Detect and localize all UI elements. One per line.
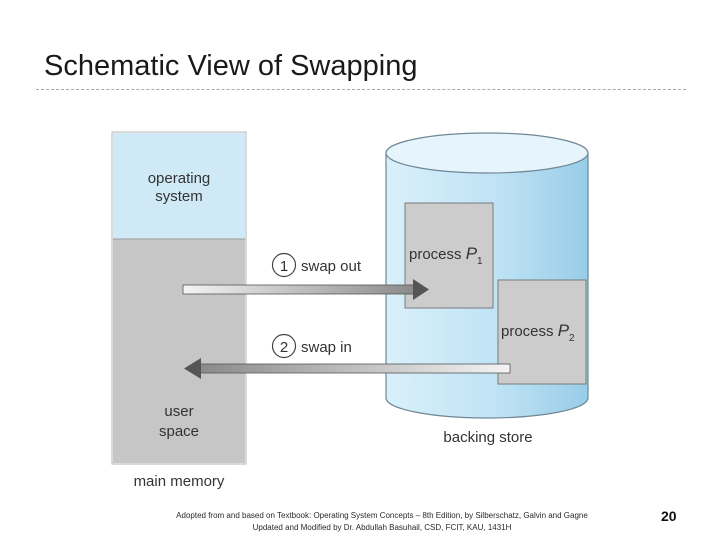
process-p2-text: process bbox=[501, 323, 558, 340]
slide-title: Schematic View of Swapping bbox=[44, 50, 418, 82]
swap-in-label: swap in bbox=[301, 339, 352, 356]
process-p1-subscript: 1 bbox=[477, 256, 483, 267]
footer-credit-line1: Adopted from and based on Textbook: Oper… bbox=[176, 511, 588, 520]
process-p1-rect bbox=[404, 202, 494, 309]
swap-out-label-group: 1 swap out bbox=[271, 252, 362, 278]
slide-footer: Adopted from and based on Textbook: Oper… bbox=[88, 510, 676, 534]
user-space-label-line2: space bbox=[159, 423, 199, 440]
title-divider bbox=[36, 89, 686, 90]
swap-in-number-badge bbox=[271, 333, 297, 359]
user-space-region bbox=[113, 239, 245, 463]
operating-system-label-line2: system bbox=[155, 188, 203, 205]
swap-out-number: 1 bbox=[280, 258, 288, 275]
process-p1-name: P bbox=[466, 244, 478, 263]
cylinder-top bbox=[385, 132, 589, 174]
process-p2-subscript: 2 bbox=[569, 333, 575, 344]
process-p2-box: process P2 bbox=[497, 279, 587, 385]
swap-out-number-badge bbox=[271, 252, 297, 278]
user-space-label-line1: user bbox=[164, 403, 193, 420]
process-p2-name: P bbox=[558, 321, 570, 340]
swap-out-shaft bbox=[182, 284, 416, 295]
swap-in-shaft bbox=[198, 363, 511, 374]
operating-system-region bbox=[113, 133, 245, 239]
process-p1-box: process P1 bbox=[404, 202, 494, 309]
backing-store-label: backing store bbox=[443, 429, 532, 446]
footer-credit-line2: Updated and Modified by Dr. Abdullah Bas… bbox=[252, 523, 512, 532]
swap-in-arrow bbox=[184, 358, 511, 379]
process-p1-label: process P1 bbox=[409, 244, 483, 267]
process-p1-text: process bbox=[409, 246, 466, 263]
operating-system-label-line1: operating bbox=[148, 170, 211, 187]
swap-in-number: 2 bbox=[280, 339, 288, 356]
swap-in-label-group: 2 swap in bbox=[271, 333, 352, 359]
swap-in-arrowhead bbox=[184, 358, 201, 379]
process-p2-rect bbox=[497, 279, 587, 385]
main-memory-border bbox=[111, 131, 247, 465]
main-memory-label: main memory bbox=[134, 473, 225, 490]
swap-out-arrowhead bbox=[413, 279, 429, 300]
page-number: 20 bbox=[661, 508, 677, 524]
process-p2-label: process P2 bbox=[501, 321, 575, 344]
swap-out-arrow bbox=[182, 279, 429, 300]
swapping-diagram: operating system user space main memory … bbox=[105, 128, 595, 495]
swap-out-label: swap out bbox=[301, 258, 362, 275]
